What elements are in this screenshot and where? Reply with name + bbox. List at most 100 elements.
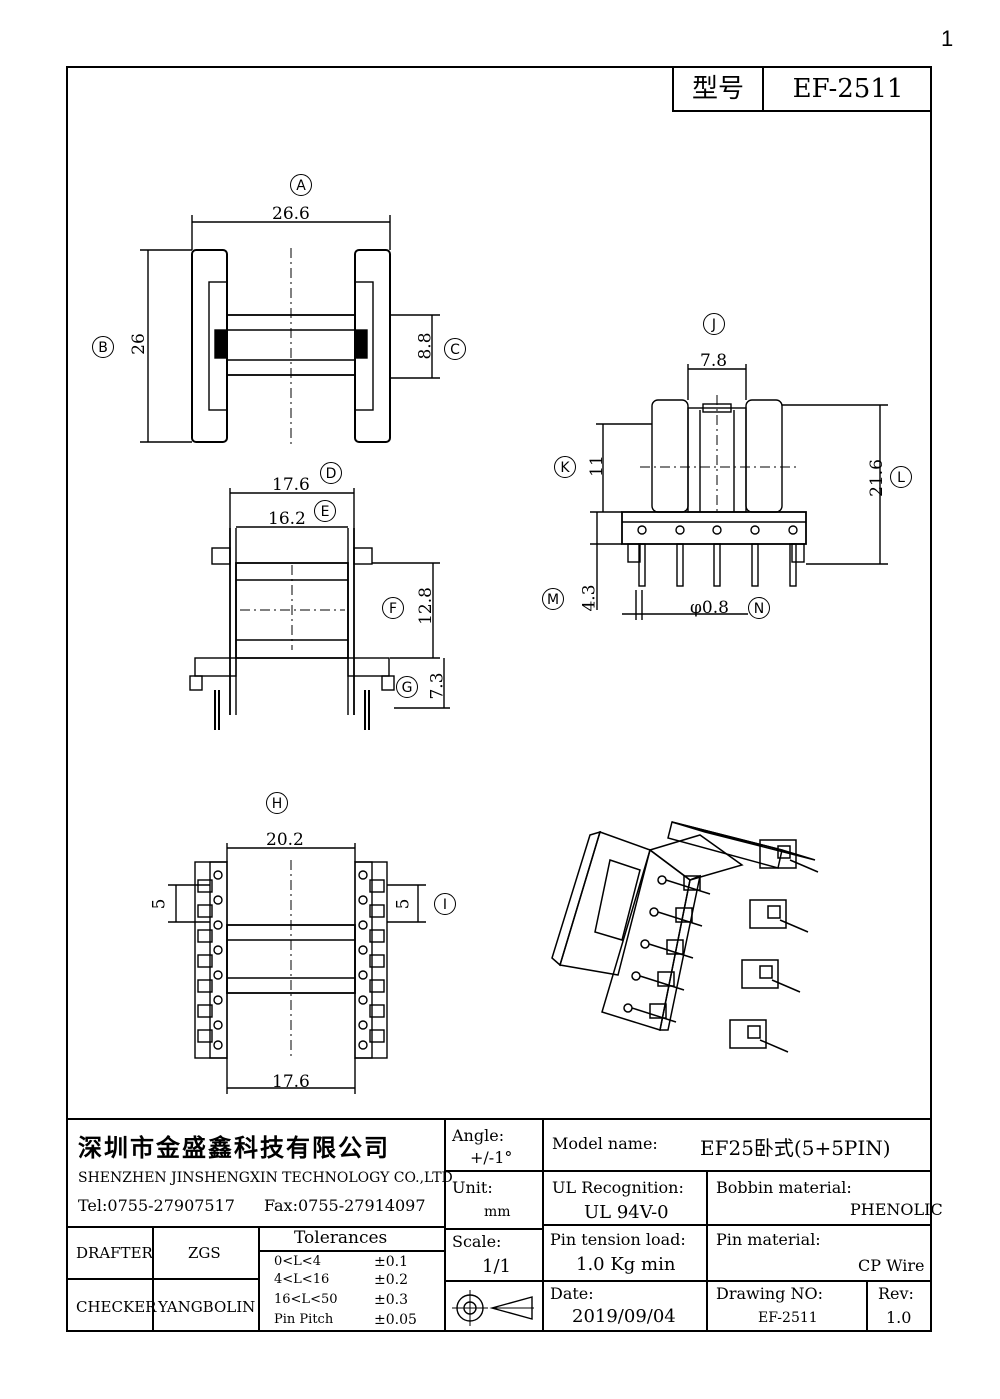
angle-label: Angle: <box>452 1126 505 1145</box>
dim-c-value: 8.8 <box>415 332 436 360</box>
company-name-en: SHENZHEN JINSHENGXIN TECHNOLOGY CO.,LTD <box>78 1170 453 1186</box>
bottom-pin <box>213 1040 223 1050</box>
pin-material-value: CP Wire <box>858 1256 925 1275</box>
bottom-pin-slot <box>197 929 213 943</box>
callout-h: H <box>266 792 288 814</box>
bottom-pin <box>213 870 223 880</box>
model-name-value: EF25卧式(5+5PIN) <box>700 1136 891 1160</box>
callout-g: G <box>396 676 418 698</box>
dim-h-value: 20.2 <box>266 830 304 850</box>
callout-a: A <box>290 174 312 196</box>
callout-d: D <box>320 462 342 484</box>
dim-i-right-value: 5 <box>393 898 414 910</box>
iso-pin <box>741 959 801 993</box>
pin-material-label: Pin material: <box>716 1230 821 1249</box>
tol-value-0: ±0.1 <box>374 1254 408 1270</box>
angle-value: +/-1° <box>470 1148 513 1167</box>
view-bottom <box>168 843 426 1094</box>
tol-range-0: 0<L<4 <box>274 1254 321 1269</box>
bottom-pin-slot <box>197 1004 213 1018</box>
callout-j: J <box>703 313 725 335</box>
scale-label: Scale: <box>452 1232 502 1251</box>
iso-pin <box>640 939 694 959</box>
dim-i-left-value: 5 <box>149 898 170 910</box>
pin-tension-value: 1.0 Kg min <box>576 1254 676 1275</box>
front-pin <box>637 525 647 587</box>
model-header: 型号 EF-2511 <box>672 68 932 112</box>
iso-pin <box>649 907 703 927</box>
iso-pin <box>729 1019 789 1053</box>
bottom-pin-slot <box>369 879 385 893</box>
company-name-cn: 深圳市金盛鑫科技有限公司 <box>78 1134 390 1162</box>
bottom-pin <box>213 895 223 905</box>
rev-label: Rev: <box>878 1284 914 1303</box>
model-value: EF-2511 <box>792 74 904 104</box>
bottom-pin <box>213 945 223 955</box>
bottom-pin-slot <box>369 904 385 918</box>
dim-n-value: φ0.8 <box>690 598 729 618</box>
bottom-pin-slot <box>197 879 213 893</box>
rev-value: 1.0 <box>886 1308 912 1327</box>
dim-h2-value: 17.6 <box>272 1072 310 1092</box>
callout-n: N <box>748 597 770 619</box>
bottom-pin-slot <box>369 954 385 968</box>
tolerances-title: Tolerances <box>294 1228 388 1248</box>
callout-e: E <box>314 500 336 522</box>
date-value: 2019/09/04 <box>572 1306 676 1327</box>
dim-k-value: 11 <box>586 455 607 477</box>
bottom-pin <box>358 995 368 1005</box>
front-pin <box>750 525 760 587</box>
drawing-frame <box>66 66 932 1332</box>
model-label: 型号 <box>674 68 764 110</box>
projection-symbol-icon <box>452 1290 534 1326</box>
drafter-label: DRAFTER <box>76 1244 153 1262</box>
unit-value: mm <box>484 1204 511 1220</box>
bobbin-material-value: PHENOLIC <box>850 1200 943 1219</box>
bottom-pin <box>358 870 368 880</box>
callout-l: L <box>890 466 912 488</box>
company-fax: Fax:0755-27914097 <box>264 1196 426 1215</box>
dim-a-value: 26.6 <box>272 204 310 224</box>
callout-m: M <box>542 588 564 610</box>
view-top <box>140 215 440 445</box>
dim-d-value: 17.6 <box>272 475 310 495</box>
dim-j-value: 7.8 <box>700 351 728 371</box>
view-isometric <box>551 821 819 1053</box>
bottom-pin <box>358 1020 368 1030</box>
bottom-pin <box>213 970 223 980</box>
bobbin-material-label: Bobbin material: <box>716 1178 852 1197</box>
bottom-pin <box>213 995 223 1005</box>
front-pin <box>712 525 722 587</box>
tol-range-1: 4<L<16 <box>274 1272 330 1287</box>
front-pin <box>675 525 685 587</box>
bottom-pin <box>358 1040 368 1050</box>
tol-value-2: ±0.3 <box>374 1292 408 1308</box>
bottom-pin <box>358 895 368 905</box>
bottom-pin <box>358 920 368 930</box>
view-side <box>189 488 450 730</box>
iso-pin <box>759 839 819 873</box>
pin-tension-label: Pin tension load: <box>550 1230 686 1249</box>
scale-value: 1/1 <box>482 1256 511 1277</box>
dim-b-value: 26 <box>128 333 149 355</box>
tol-value-3: ±0.05 <box>374 1312 417 1328</box>
checker-label: CHECKER <box>76 1298 157 1316</box>
callout-k: K <box>554 456 576 478</box>
company-tel: Tel:0755-27907517 <box>78 1196 235 1215</box>
bottom-pin-slot <box>197 1029 213 1043</box>
page-number: 1 <box>941 26 954 51</box>
dim-m-value: 4.3 <box>579 584 600 612</box>
drawing-no-label: Drawing NO: <box>716 1284 823 1303</box>
title-block: 深圳市金盛鑫科技有限公司 SHENZHEN JINSHENGXIN TECHNO… <box>68 1118 943 1332</box>
iso-pin <box>623 1003 677 1023</box>
callout-f: F <box>382 597 404 619</box>
dim-f-value: 12.8 <box>415 587 436 625</box>
bottom-pin <box>213 920 223 930</box>
iso-pin <box>657 875 711 895</box>
bottom-pin-slot <box>197 954 213 968</box>
model-name-label: Model name: <box>552 1134 658 1153</box>
checker-value: YANGBOLIN <box>158 1298 256 1316</box>
view-front <box>590 364 888 620</box>
bottom-pin <box>358 970 368 980</box>
bottom-pin-slot <box>369 979 385 993</box>
